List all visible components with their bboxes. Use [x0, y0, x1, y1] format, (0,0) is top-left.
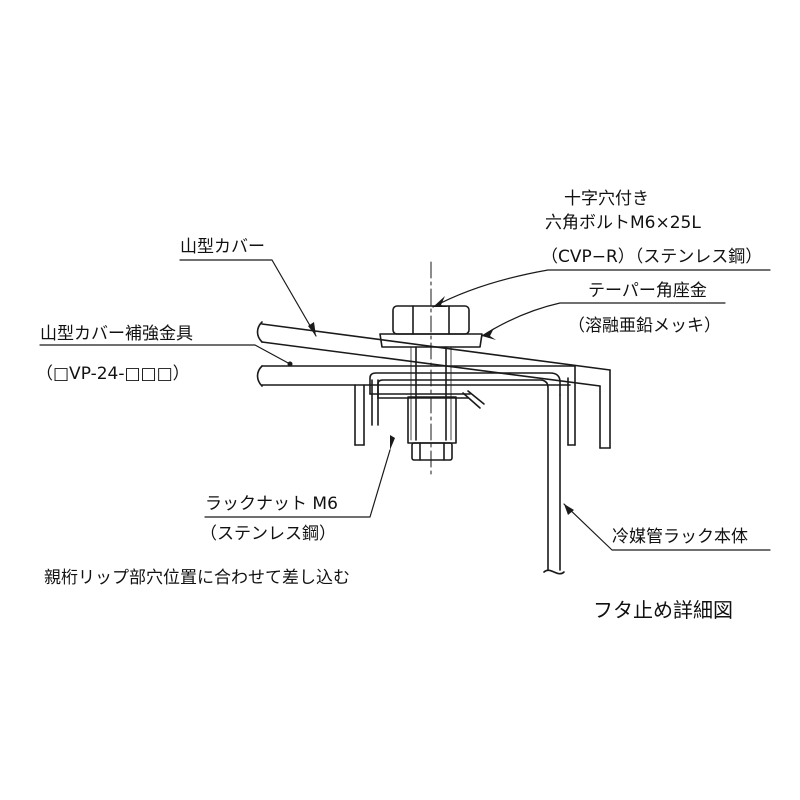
rack-nut	[407, 396, 457, 461]
washer-label-1: テーパー角座金	[588, 281, 707, 301]
break-line-lower	[256, 365, 263, 387]
bolt-label-2: 六角ボルトM6×25L	[545, 213, 701, 233]
nut-label-2: （ステンレス鋼）	[200, 524, 336, 544]
leader-lines	[39, 259, 771, 551]
washer-label-2: （溶融亜鉛メッキ）	[568, 316, 721, 336]
rack-body-label: 冷媒管ラック本体	[612, 527, 748, 547]
rack-lip	[369, 372, 561, 571]
rack-body-break	[543, 569, 565, 575]
break-line-upper	[256, 321, 263, 343]
cover-label: 山型カバー	[180, 237, 265, 257]
nut-label-1: ラックナット M6	[205, 494, 338, 514]
bolt-label-1: 十字穴付き	[564, 189, 649, 209]
cover-plate	[261, 323, 611, 449]
reinforcement-bracket	[261, 365, 576, 446]
reinforce-label-2: （□VP-24-□□□）	[36, 364, 190, 384]
bolt-shank	[410, 346, 452, 441]
bolt-label-3: （CVP−R）（ステンレス鋼）	[541, 247, 763, 267]
arrowheads	[287, 296, 574, 515]
note-text: 親桁リップ部穴位置に合わせて差し込む	[44, 568, 350, 588]
reinforce-label-1: 山型カバー補強金具	[40, 324, 193, 344]
drawing-title: フタ止め詳細図	[593, 598, 733, 622]
bolt-head	[379, 305, 483, 348]
